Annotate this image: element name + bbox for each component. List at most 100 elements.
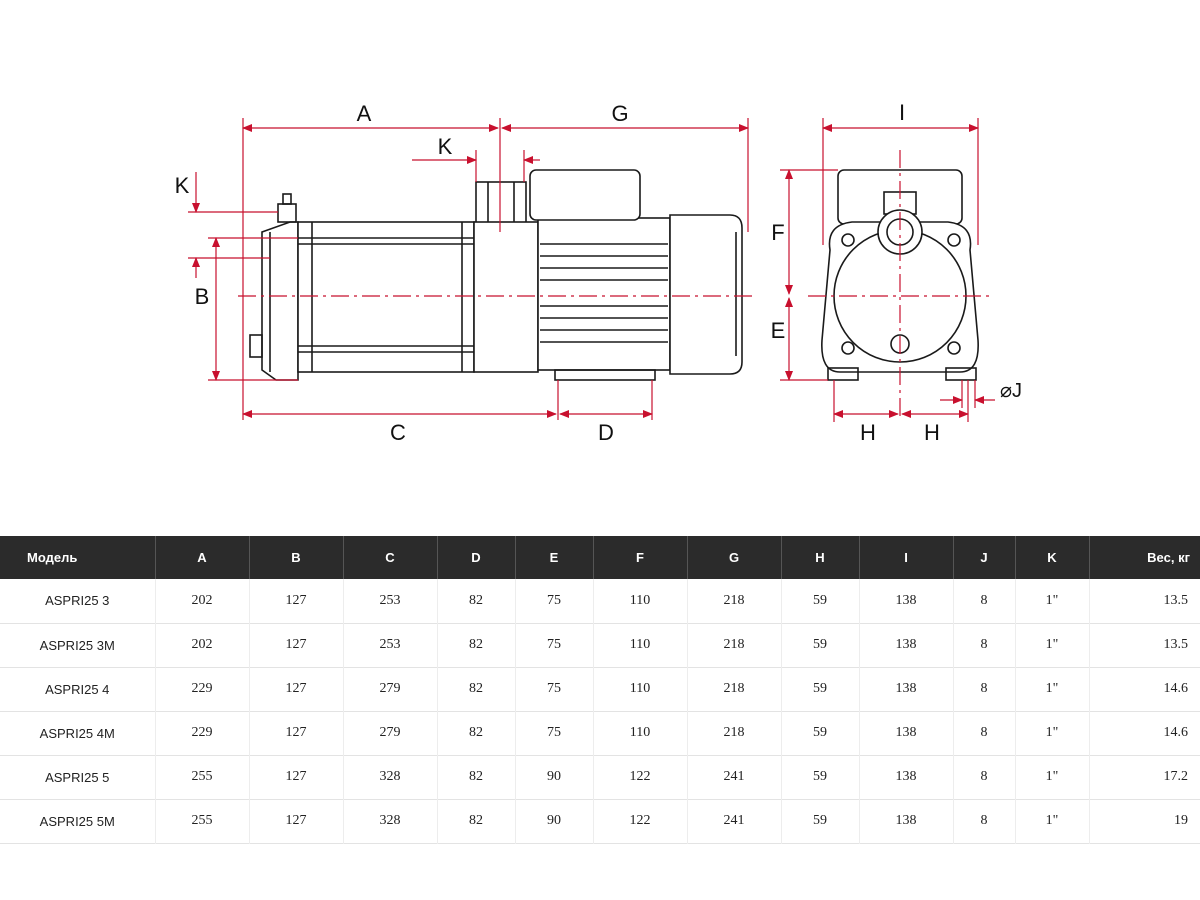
column-header: H [781, 536, 860, 579]
value-cell: 127 [249, 579, 344, 623]
column-header: F [593, 536, 688, 579]
value-cell: 82 [437, 667, 516, 711]
value-cell: 328 [343, 799, 438, 843]
side-view [249, 169, 743, 381]
label-c: C [390, 420, 406, 445]
model-cell: ASPRI25 5 [0, 755, 156, 799]
value-cell: 138 [859, 667, 954, 711]
value-cell: 138 [859, 799, 954, 843]
label-d: D [598, 420, 614, 445]
value-cell: 241 [687, 755, 782, 799]
value-cell: 75 [515, 623, 594, 667]
value-cell: 138 [859, 711, 954, 755]
value-cell: 110 [593, 623, 688, 667]
value-cell: 8 [953, 667, 1016, 711]
column-header: C [343, 536, 438, 579]
value-cell: 110 [593, 667, 688, 711]
value-cell: 82 [437, 623, 516, 667]
value-cell: 218 [687, 623, 782, 667]
model-cell: ASPRI25 5M [0, 799, 156, 843]
value-cell: 1" [1015, 799, 1090, 843]
value-cell: 1" [1015, 711, 1090, 755]
value-cell: 14.6 [1163, 725, 1189, 740]
value-cell: 1" [1015, 667, 1090, 711]
value-cell: 138 [859, 579, 954, 623]
value-cell: 253 [343, 623, 438, 667]
value-cell: 90 [515, 799, 594, 843]
column-header: I [859, 536, 954, 579]
value-cell: 122 [593, 799, 688, 843]
value-cell: 255 [155, 755, 250, 799]
value-cell: 82 [437, 799, 516, 843]
value-cell: 138 [859, 623, 954, 667]
value-cell: 229 [155, 667, 250, 711]
column-header: Модель [0, 536, 156, 579]
value-cell: 255 [155, 799, 250, 843]
value-cell: 218 [687, 667, 782, 711]
value-cell: 82 [437, 755, 516, 799]
value-cell: 59 [781, 579, 860, 623]
value-cell: 229 [155, 711, 250, 755]
value-cell: 218 [687, 579, 782, 623]
column-header: Вес, кг [1147, 550, 1190, 565]
value-cell: 328 [343, 755, 438, 799]
value-cell: 14.6 [1163, 681, 1189, 696]
value-cell: 19 [1174, 813, 1188, 828]
model-cell: ASPRI25 4M [0, 711, 156, 755]
value-cell: 8 [953, 579, 1016, 623]
value-cell: 17.2 [1163, 769, 1189, 784]
value-cell: 8 [953, 755, 1016, 799]
pump-dimension-drawing: A G K K B C D I F E H H ⌀J [175, 100, 1022, 445]
model-cell: ASPRI25 3 [0, 579, 156, 623]
label-i: I [899, 100, 905, 125]
label-e: E [771, 318, 786, 343]
label-h-right: H [924, 420, 940, 445]
model-cell: ASPRI25 4 [0, 667, 156, 711]
value-cell: 8 [953, 623, 1016, 667]
label-a: A [357, 101, 372, 126]
value-cell: 110 [593, 579, 688, 623]
model-cell: ASPRI25 3M [0, 623, 156, 667]
label-f: F [771, 220, 784, 245]
value-cell: 8 [953, 711, 1016, 755]
label-h-left: H [860, 420, 876, 445]
value-cell: 110 [593, 711, 688, 755]
value-cell: 241 [687, 799, 782, 843]
value-cell: 8 [953, 799, 1016, 843]
value-cell: 138 [859, 755, 954, 799]
column-header: J [953, 536, 1016, 579]
value-cell: 279 [343, 667, 438, 711]
column-header: E [515, 536, 594, 579]
value-cell: 279 [343, 711, 438, 755]
value-cell: 1" [1015, 755, 1090, 799]
label-g: G [611, 101, 628, 126]
column-header: K [1015, 536, 1090, 579]
label-j: ⌀J [1000, 380, 1022, 402]
value-cell: 127 [249, 623, 344, 667]
column-header: G [687, 536, 782, 579]
value-cell: 59 [781, 711, 860, 755]
value-cell: 59 [781, 755, 860, 799]
label-b: B [195, 284, 210, 309]
value-cell: 127 [249, 711, 344, 755]
value-cell: 13.5 [1163, 637, 1189, 652]
column-header: A [155, 536, 250, 579]
value-cell: 122 [593, 755, 688, 799]
side-view-dimensions [188, 118, 749, 420]
value-cell: 127 [249, 755, 344, 799]
column-header: B [249, 536, 344, 579]
value-cell: 127 [249, 667, 344, 711]
value-cell: 253 [343, 579, 438, 623]
front-view-dimensions [780, 118, 995, 422]
value-cell: 202 [155, 623, 250, 667]
value-cell: 59 [781, 623, 860, 667]
value-cell: 1" [1015, 579, 1090, 623]
